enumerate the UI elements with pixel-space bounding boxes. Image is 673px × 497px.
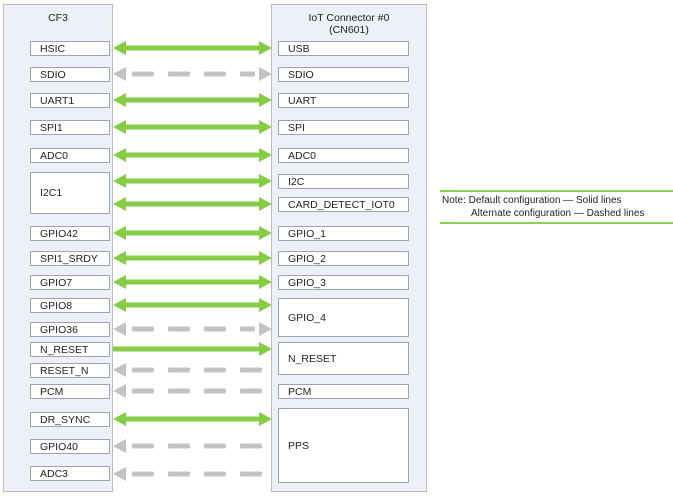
signal-box-usb: USB: [278, 41, 409, 56]
connection-dashed-16: [113, 439, 262, 453]
signal-box-i2c: I2C: [278, 174, 409, 189]
signal-box-sdio-left: SDIO: [30, 67, 110, 82]
signal-box-gpio7: GPIO7: [30, 275, 110, 290]
signal-box-reset-n: RESET_N: [30, 363, 110, 378]
signal-box-spi1: SPI1: [30, 120, 110, 135]
signal-box-card-detect-iot0: CARD_DETECT_IOT0: [278, 197, 409, 212]
connection-solid-0: [113, 41, 272, 55]
connection-dashed-13: [113, 363, 262, 377]
legend-rule-top: [440, 190, 673, 192]
signal-box-spi1-srdy: SPI1_SRDY: [30, 251, 110, 266]
connection-solid-6: [113, 197, 272, 211]
legend-line-solid: Note: Default configuration — Solid line…: [442, 195, 622, 206]
connection-solid-7: [113, 226, 272, 240]
signal-box-gpio42: GPIO42: [30, 226, 110, 241]
cf3-panel: CF3: [3, 4, 113, 492]
signal-box-i2c1: I2C1: [30, 172, 110, 214]
iot-connector-title: IoT Connector #0: [308, 12, 390, 24]
connection-dashed-1: [113, 67, 272, 81]
legend-line-dashed: Alternate configuration — Dashed lines: [471, 208, 645, 219]
connection-solid-15: [113, 412, 272, 426]
signal-box-pcm-left: PCM: [30, 384, 110, 399]
signal-box-dr-sync: DR_SYNC: [30, 412, 110, 427]
connection-solid-2: [113, 93, 272, 107]
signal-box-adc0-right: ADC0: [278, 148, 409, 163]
signal-box-gpio8: GPIO8: [30, 298, 110, 313]
connection-dashed-11: [113, 322, 272, 336]
connection-solid-10: [113, 298, 272, 312]
signal-box-sdio-right: SDIO: [278, 67, 409, 82]
iot-connector-subtitle: (CN601): [329, 24, 369, 36]
signal-box-pcm-right: PCM: [278, 384, 409, 399]
signal-box-n-reset-right: N_RESET: [278, 342, 409, 375]
connection-dashed-14: [113, 384, 262, 398]
signal-box-gpio-4: GPIO_4: [278, 298, 409, 337]
connection-solid-12: [113, 342, 272, 356]
connection-solid-5: [113, 174, 272, 188]
signal-box-spi: SPI: [278, 120, 409, 135]
cf3-title: CF3: [48, 12, 68, 24]
connection-solid-4: [113, 148, 272, 162]
signal-box-gpio-2: GPIO_2: [278, 251, 409, 266]
signal-box-pps: PPS: [278, 408, 409, 483]
connection-solid-3: [113, 120, 272, 134]
connection-solid-9: [113, 275, 272, 289]
signal-box-uart1: UART1: [30, 93, 110, 108]
legend-rule-bottom: [440, 222, 673, 224]
signal-box-gpio40: GPIO40: [30, 439, 110, 454]
signal-box-adc0-left: ADC0: [30, 148, 110, 163]
signal-box-gpio36: GPIO36: [30, 322, 110, 337]
signal-box-adc3: ADC3: [30, 466, 110, 481]
signal-box-uart: UART: [278, 93, 409, 108]
signal-box-hsic: HSIC: [30, 41, 110, 56]
signal-box-gpio-3: GPIO_3: [278, 275, 409, 290]
connection-dashed-17: [113, 467, 262, 481]
connection-solid-8: [113, 251, 272, 265]
signal-box-gpio-1: GPIO_1: [278, 226, 409, 241]
signal-box-n-reset-left: N_RESET: [30, 342, 110, 357]
